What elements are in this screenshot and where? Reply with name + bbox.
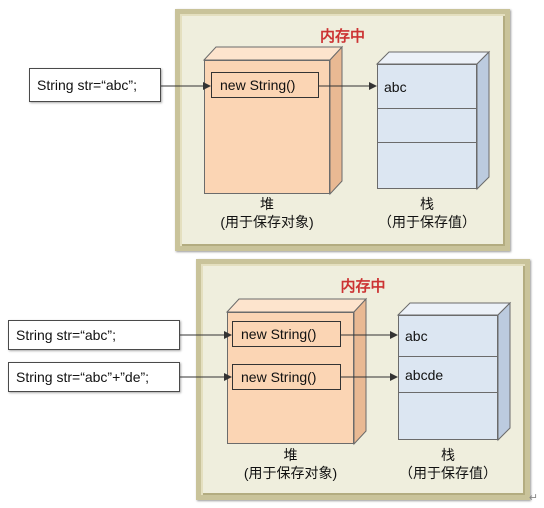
heap-caption-2: 堆 (用于保存对象) bbox=[227, 446, 354, 482]
stack-label: 栈 bbox=[441, 447, 455, 463]
stack-cell: abcde bbox=[399, 357, 497, 393]
stack-cell: abc bbox=[378, 65, 476, 109]
stack-cell: abc bbox=[399, 316, 497, 357]
stack-box-2: abc abcde bbox=[398, 315, 498, 440]
stack-sublabel: （用于保存值） bbox=[399, 465, 497, 481]
heap-caption-1: 堆 (用于保存对象) bbox=[204, 195, 330, 231]
heap-object-2-2: new String() bbox=[232, 364, 341, 390]
code-line-2-1: String str=“abc”; bbox=[8, 320, 180, 350]
heap-sublabel: (用于保存对象) bbox=[220, 214, 314, 230]
memory-title-2: 内存中 bbox=[340, 278, 386, 295]
stack-caption-2: 栈 （用于保存值） bbox=[388, 446, 508, 482]
stack-sublabel: （用于保存值） bbox=[378, 214, 476, 230]
paragraph-return-mark: ↵ bbox=[528, 492, 538, 504]
memory-title-1: 内存中 bbox=[319, 28, 365, 45]
heap-object-2-1: new String() bbox=[232, 321, 341, 347]
code-line-2-2: String str=“abc”+”de”; bbox=[8, 362, 180, 392]
heap-label: 堆 bbox=[283, 447, 298, 463]
heap-object-1-1: new String() bbox=[211, 72, 319, 98]
code-line-1-1: String str=“abc”; bbox=[29, 68, 161, 102]
stack-cell bbox=[378, 109, 476, 143]
stack-caption-1: 栈 （用于保存值） bbox=[367, 195, 487, 231]
heap-label: 堆 bbox=[260, 196, 274, 212]
stack-box-1: abc bbox=[377, 64, 477, 189]
heap-sublabel: (用于保存对象) bbox=[243, 465, 338, 481]
stack-label: 栈 bbox=[420, 196, 434, 212]
